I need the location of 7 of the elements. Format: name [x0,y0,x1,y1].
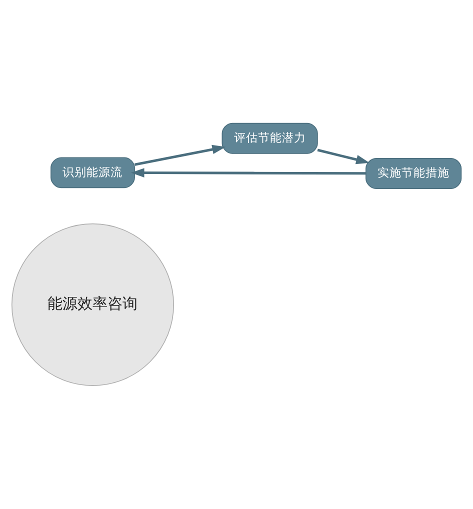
node-box: 识别能源流 [50,157,135,188]
node-box: 评估节能潜力 [222,122,318,154]
arrow [134,144,226,166]
node-circle: 能源效率咨询 [11,223,174,386]
arrow [130,168,366,178]
node-box: 实施节能措施 [366,158,462,189]
arrow [317,148,370,164]
